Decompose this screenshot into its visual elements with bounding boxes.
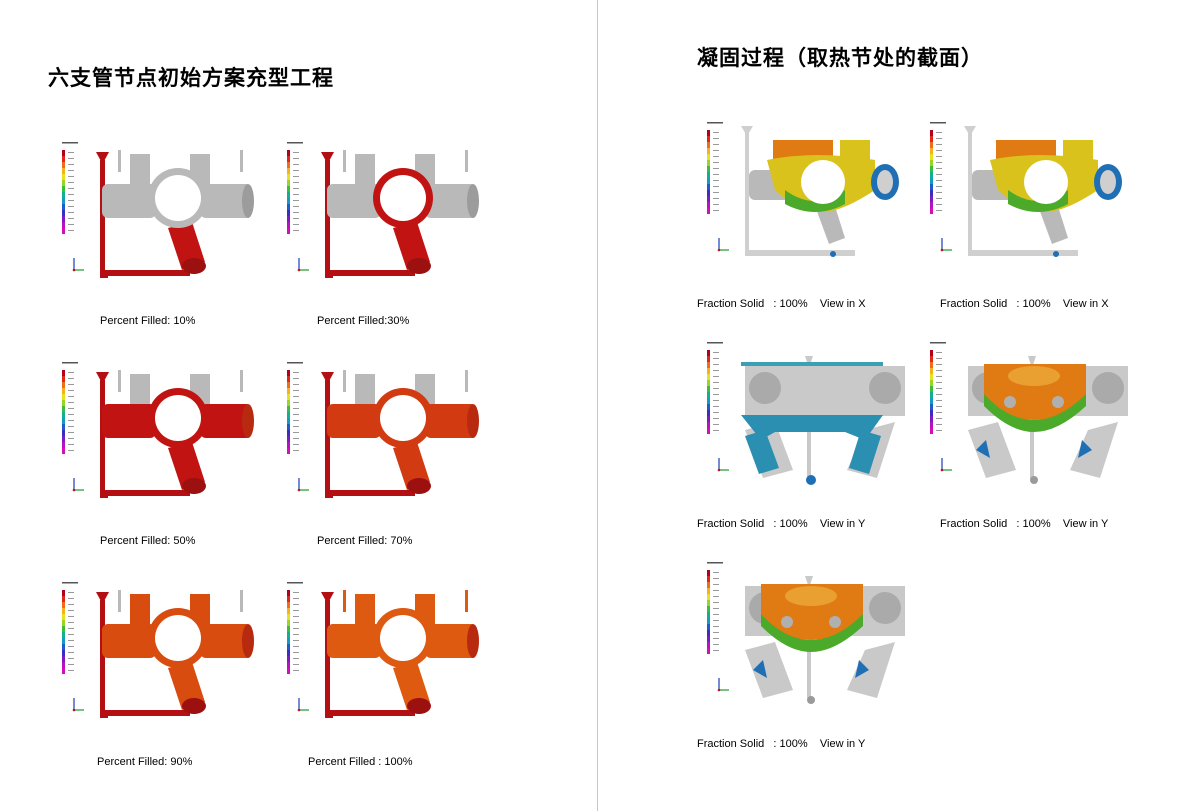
temperature-legend xyxy=(287,362,303,454)
solid-caption: Fraction Solid : 100% View in Y xyxy=(697,738,866,750)
fill-frame xyxy=(285,580,485,745)
temperature-legend xyxy=(930,122,946,214)
left-page-title: 六支管节点初始方案充型工程 xyxy=(48,66,334,90)
temperature-legend xyxy=(62,142,78,234)
temperature-legend xyxy=(287,142,303,234)
axis-triad-icon xyxy=(72,258,84,272)
solid-frame xyxy=(928,120,1128,285)
fill-caption: Percent Filled: 90% xyxy=(97,756,193,768)
fill-frame xyxy=(285,360,485,525)
solid-frame xyxy=(705,560,905,725)
fill-frame xyxy=(60,140,260,305)
axis-triad-icon xyxy=(297,478,309,492)
fill-caption: Percent Filled: 70% xyxy=(317,535,413,547)
temperature-legend xyxy=(930,342,946,434)
axis-triad-icon xyxy=(717,238,729,252)
fill-caption: Percent Filled : 100% xyxy=(308,756,413,768)
temperature-legend xyxy=(707,122,723,214)
fill-caption: Percent Filled:30% xyxy=(317,315,410,327)
temperature-legend xyxy=(707,562,723,654)
temperature-legend xyxy=(287,582,303,674)
fill-frame xyxy=(60,580,260,745)
solid-frame xyxy=(928,340,1128,505)
axis-triad-icon xyxy=(717,458,729,472)
solid-frame xyxy=(705,340,905,505)
axis-triad-icon xyxy=(940,458,952,472)
solid-caption: Fraction Solid : 100% View in X xyxy=(697,298,866,310)
fill-caption: Percent Filled: 50% xyxy=(100,535,196,547)
fill-frame xyxy=(60,360,260,525)
temperature-legend xyxy=(62,362,78,454)
axis-triad-icon xyxy=(297,258,309,272)
temperature-legend xyxy=(62,582,78,674)
axis-triad-icon xyxy=(717,678,729,692)
solid-caption: Fraction Solid : 100% View in X xyxy=(940,298,1109,310)
solid-frame xyxy=(705,120,905,285)
axis-triad-icon xyxy=(940,238,952,252)
axis-triad-icon xyxy=(72,478,84,492)
solid-caption: Fraction Solid : 100% View in Y xyxy=(940,518,1109,530)
solid-caption: Fraction Solid : 100% View in Y xyxy=(697,518,866,530)
fill-caption: Percent Filled: 10% xyxy=(100,315,196,327)
axis-triad-icon xyxy=(297,698,309,712)
axis-triad-icon xyxy=(72,698,84,712)
page-divider xyxy=(597,0,598,811)
fill-frame xyxy=(285,140,485,305)
right-page-title: 凝固过程（取热节处的截面） xyxy=(697,46,983,70)
temperature-legend xyxy=(707,342,723,434)
